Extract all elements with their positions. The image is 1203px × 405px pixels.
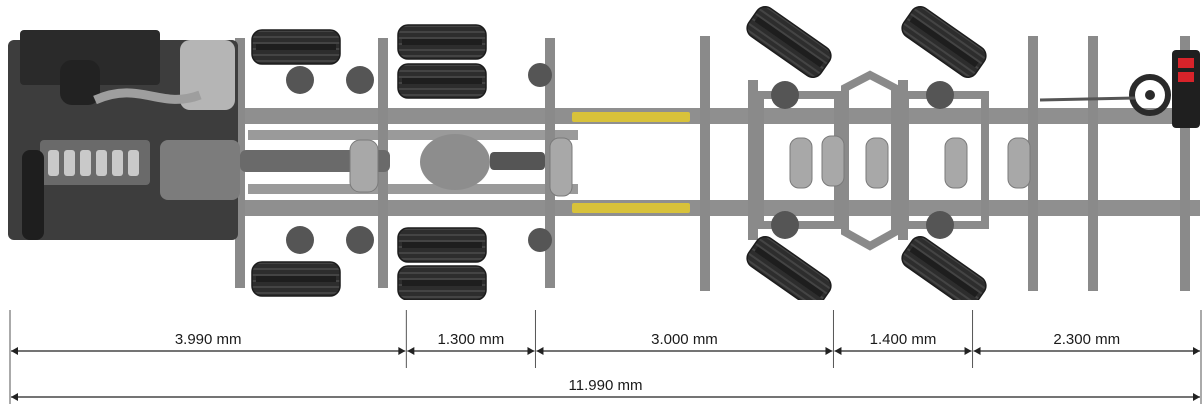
steering-wheel bbox=[1039, 74, 1171, 116]
air-tanks bbox=[349, 135, 1031, 197]
segment-dimension-label: 1.300 mm bbox=[438, 331, 505, 348]
dashboard bbox=[1172, 50, 1200, 128]
dimension-arrow bbox=[11, 347, 18, 355]
dimension-arrow bbox=[536, 347, 544, 355]
dimension-arrow bbox=[11, 393, 18, 401]
total-dimension-label: 11.990 mm bbox=[569, 377, 643, 394]
dimension-arrow bbox=[1193, 347, 1200, 355]
dimension-arrow bbox=[398, 347, 406, 355]
dimension-arrow bbox=[527, 347, 535, 355]
dimension-diagram: 3.990 mm 1.300 mm 3.000 mm 1.400 mm 2.300 mm… bbox=[9, 310, 1202, 404]
dimension-arrow bbox=[964, 347, 972, 355]
steering-axle-frames bbox=[756, 70, 989, 251]
dimension-arrow bbox=[825, 347, 833, 355]
segment-dimension-label: 3.990 mm bbox=[175, 331, 242, 348]
bus-chassis-illustration bbox=[8, 2, 1200, 300]
dimension-arrow bbox=[407, 347, 415, 355]
segment-dimension-label: 2.300 mm bbox=[1053, 331, 1120, 348]
dimension-arrow bbox=[1193, 393, 1200, 401]
frame-rails bbox=[235, 108, 1200, 216]
dimension-arrow bbox=[834, 347, 842, 355]
driveline bbox=[240, 134, 545, 190]
segment-dimension-label: 1.400 mm bbox=[870, 331, 937, 348]
extension-bars bbox=[572, 112, 690, 213]
suspension-bellows bbox=[286, 63, 954, 254]
segment-dimension-label: 3.000 mm bbox=[651, 331, 718, 348]
engine bbox=[8, 30, 240, 240]
dimension-arrow bbox=[973, 347, 981, 355]
